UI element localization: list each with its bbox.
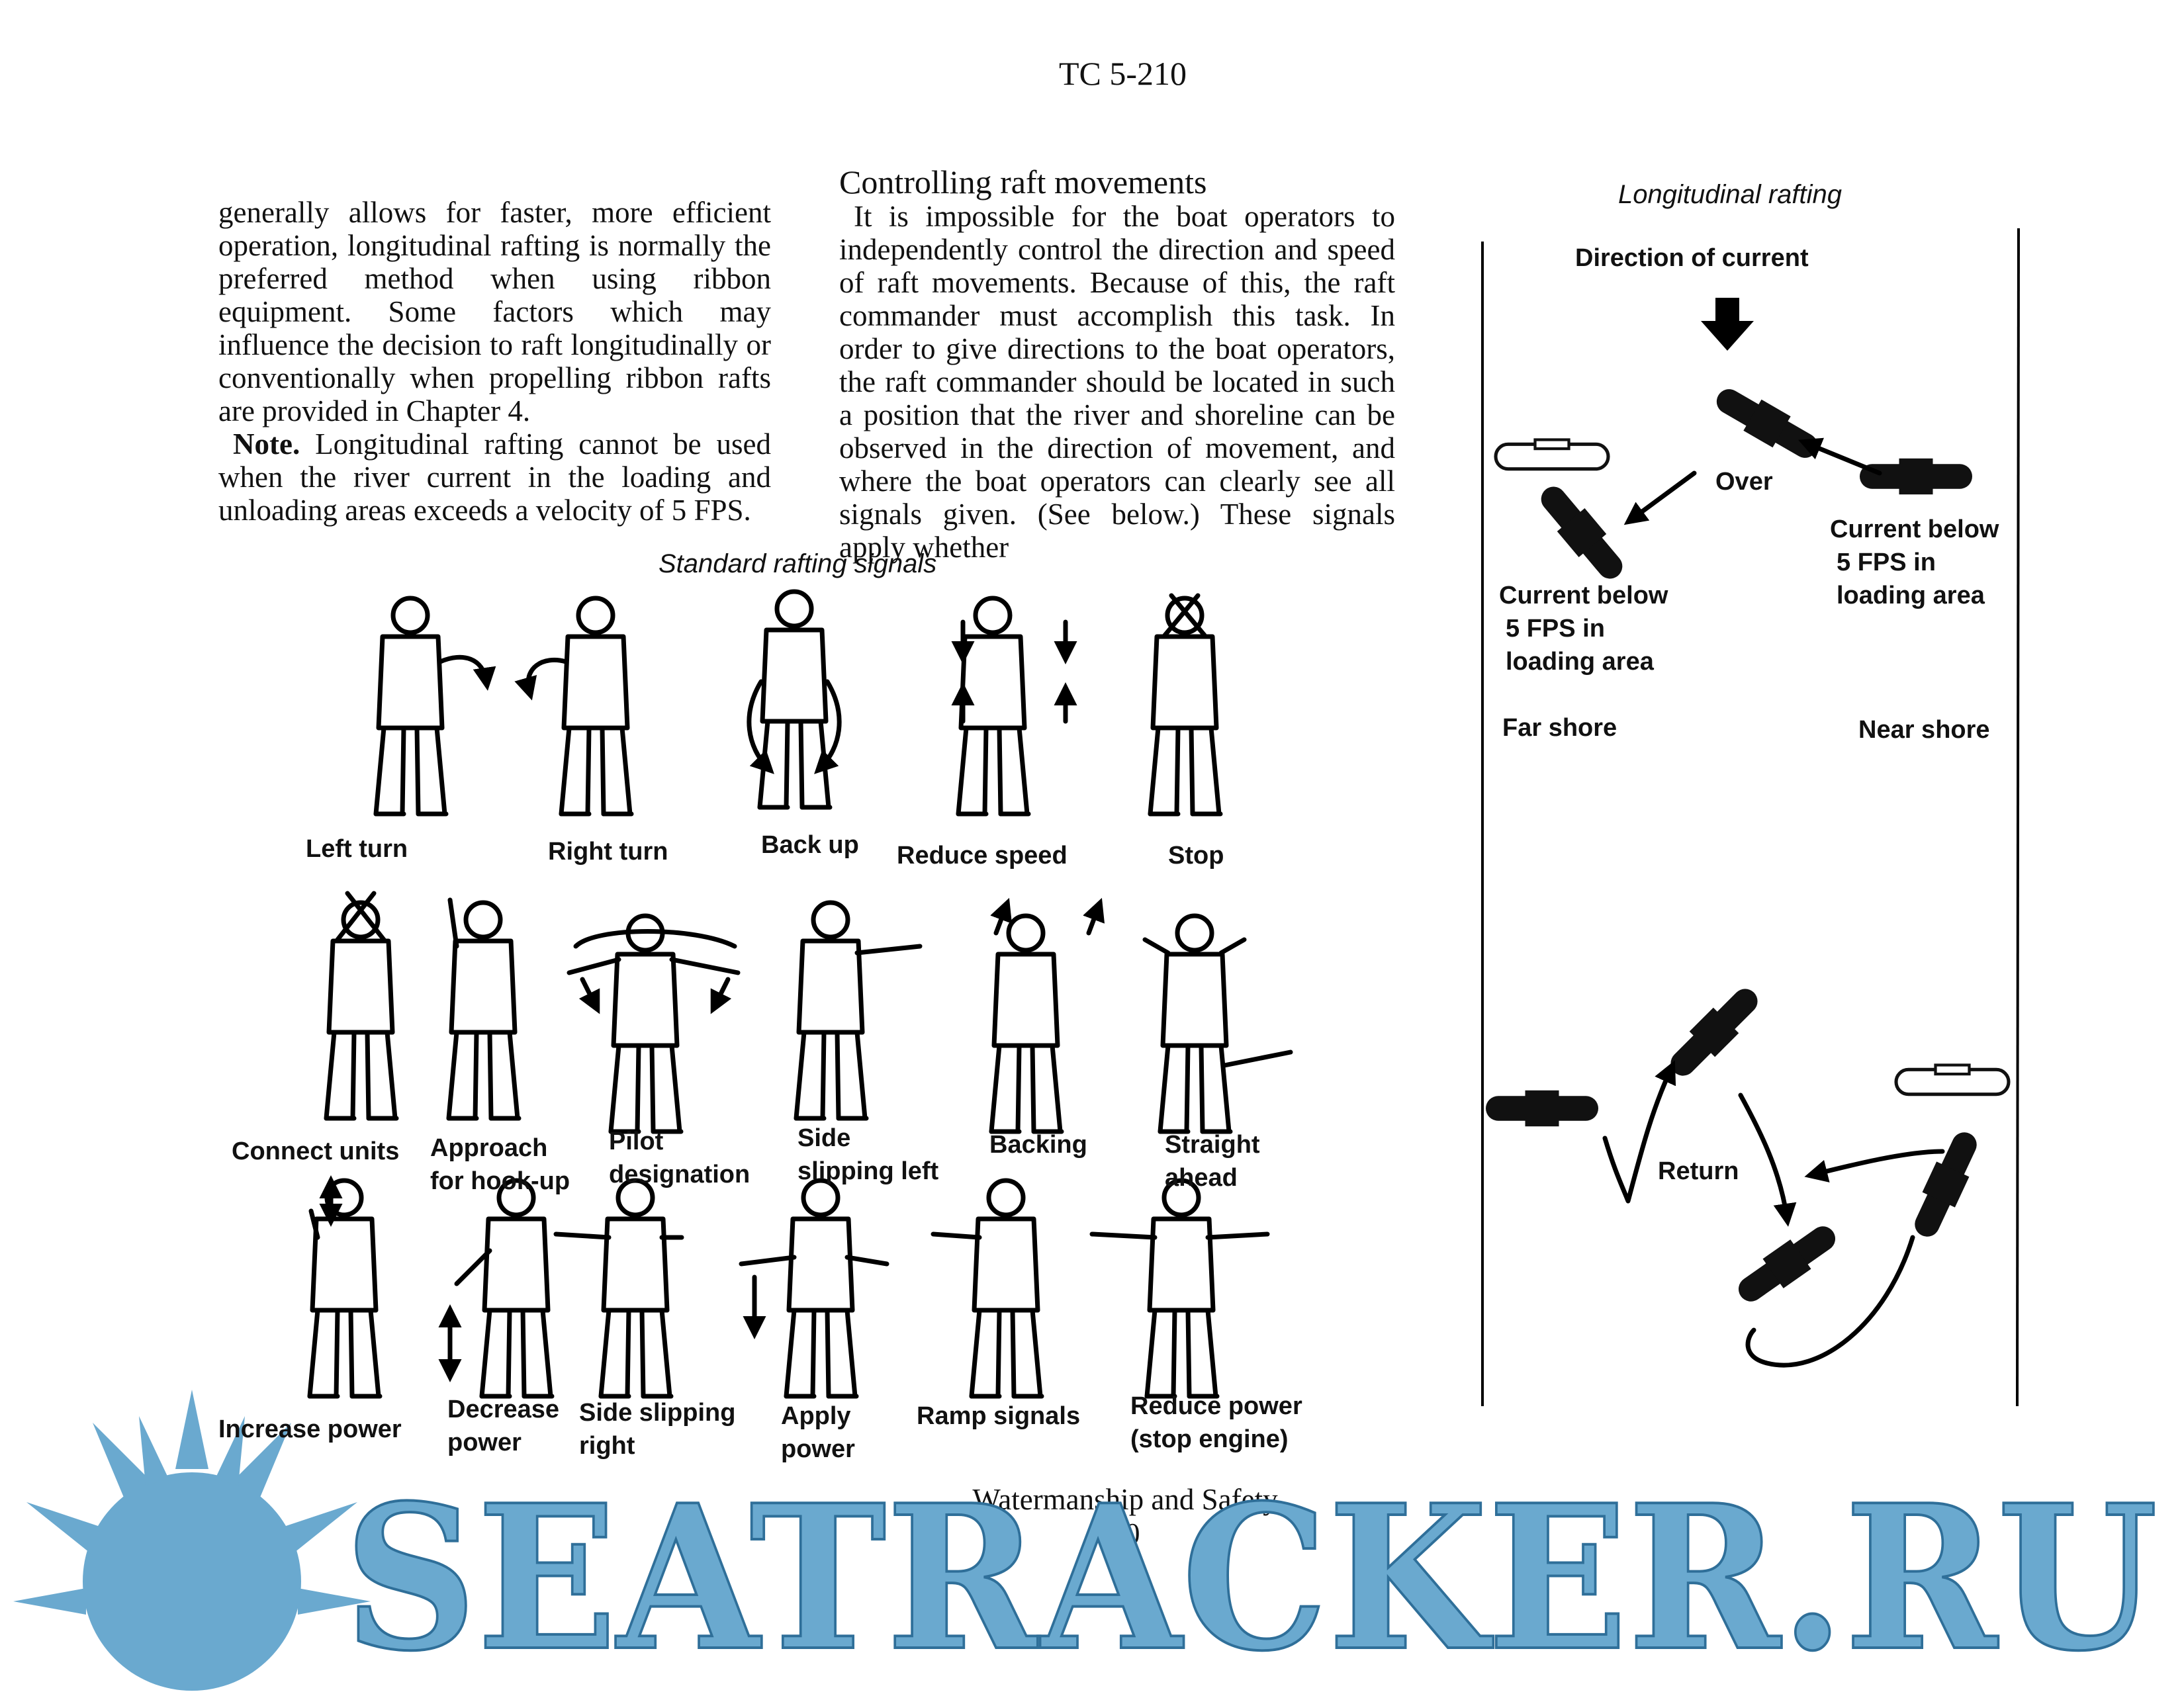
signal-label-right-turn: Right turn: [548, 838, 668, 866]
signal-label-straight-ahead: Straight ahead: [1165, 1131, 1260, 1192]
figure-approach-hookup: [449, 897, 519, 1118]
section-title: Controlling raft movements: [839, 163, 1207, 201]
footer: Watermanship and Safety 10: [860, 1482, 1390, 1551]
signal-label-side-slipping-right: Side slipping right: [579, 1399, 736, 1460]
middle-column: Controlling raft movements It is impossi…: [839, 165, 1395, 564]
signal-label-approach-hookup: Approach for hook-up: [430, 1134, 570, 1195]
figure-apply-power: [739, 1181, 889, 1396]
figure-decrease-power: [438, 1181, 552, 1396]
figure-pilot-designation: [567, 916, 741, 1132]
near-shore-label: Near shore: [1858, 716, 1990, 744]
signal-label-ramp-signals: Ramp signals: [917, 1402, 1081, 1430]
figure-connect-units: [326, 891, 396, 1118]
figure-straight-ahead: [1142, 916, 1293, 1132]
figure-backing: [991, 897, 1105, 1132]
figure-ramp-signals: [931, 1181, 1042, 1396]
signal-label-left-turn: Left turn: [306, 835, 408, 863]
left-column: generally allows for faster, more effici…: [218, 196, 771, 527]
figure-side-slipping-left: [796, 903, 923, 1118]
note-label: Note.: [233, 427, 300, 461]
body-paragraph: generally allows for faster, more effici…: [218, 196, 771, 427]
note-paragraph: Note. Longitudinal rafting cannot be use…: [218, 427, 771, 527]
rafting-figure-title: Longitudinal rafting: [1618, 180, 1843, 209]
page-number: 10: [1110, 1517, 1140, 1550]
watermark-sun-icon: [13, 1390, 371, 1691]
figure-right-turn: [514, 598, 631, 814]
over-label: Over: [1715, 468, 1773, 496]
signal-label-reduce-power-stop-engine: Reduce power (stop engine): [1130, 1392, 1302, 1453]
signal-label-stop: Stop: [1168, 842, 1224, 870]
direction-of-current-label: Direction of current: [1575, 244, 1809, 272]
figure-back-up: [747, 592, 842, 807]
figure-stop: [1150, 593, 1220, 814]
current-near-label: Current below 5 FPS in loading area: [1830, 515, 1999, 609]
signal-label-back-up: Back up: [761, 831, 859, 859]
footer-title: Watermanship and Safety: [972, 1483, 1278, 1516]
signals-figure-title: Standard rafting signals: [659, 549, 937, 578]
signal-label-reduce-speed: Reduce speed: [897, 842, 1068, 870]
body-paragraph: It is impossible for the boat operators …: [839, 200, 1395, 564]
far-shore-label: Far shore: [1502, 714, 1617, 742]
rafting-diagram: [1481, 228, 2020, 1407]
figure-reduce-power-stop-engine: [1089, 1181, 1270, 1396]
signal-label-increase-power: Increase power: [218, 1415, 402, 1443]
document-number: TC 5-210: [1059, 55, 1187, 92]
signal-label-backing: Backing: [989, 1131, 1087, 1159]
figure-increase-power: [310, 1175, 380, 1396]
signal-label-pilot-designation: Pilot designation: [609, 1128, 751, 1188]
figure-side-slipping-right: [553, 1181, 684, 1396]
current-arrow: [1701, 298, 1754, 351]
signal-label-decrease-power: Decrease power: [447, 1396, 560, 1456]
figure-reduce-speed: [951, 598, 1077, 814]
figure-left-turn: [376, 598, 496, 814]
note-text: Longitudinal rafting cannot be used when…: [218, 427, 771, 527]
signal-label-connect-units: Connect units: [232, 1138, 400, 1165]
signal-label-apply-power: Apply power: [781, 1402, 855, 1463]
signal-label-side-slipping-left: Side slipping left: [797, 1124, 939, 1185]
return-label: Return: [1658, 1157, 1739, 1185]
current-far-label: Current below 5 FPS in loading area: [1499, 582, 1668, 676]
